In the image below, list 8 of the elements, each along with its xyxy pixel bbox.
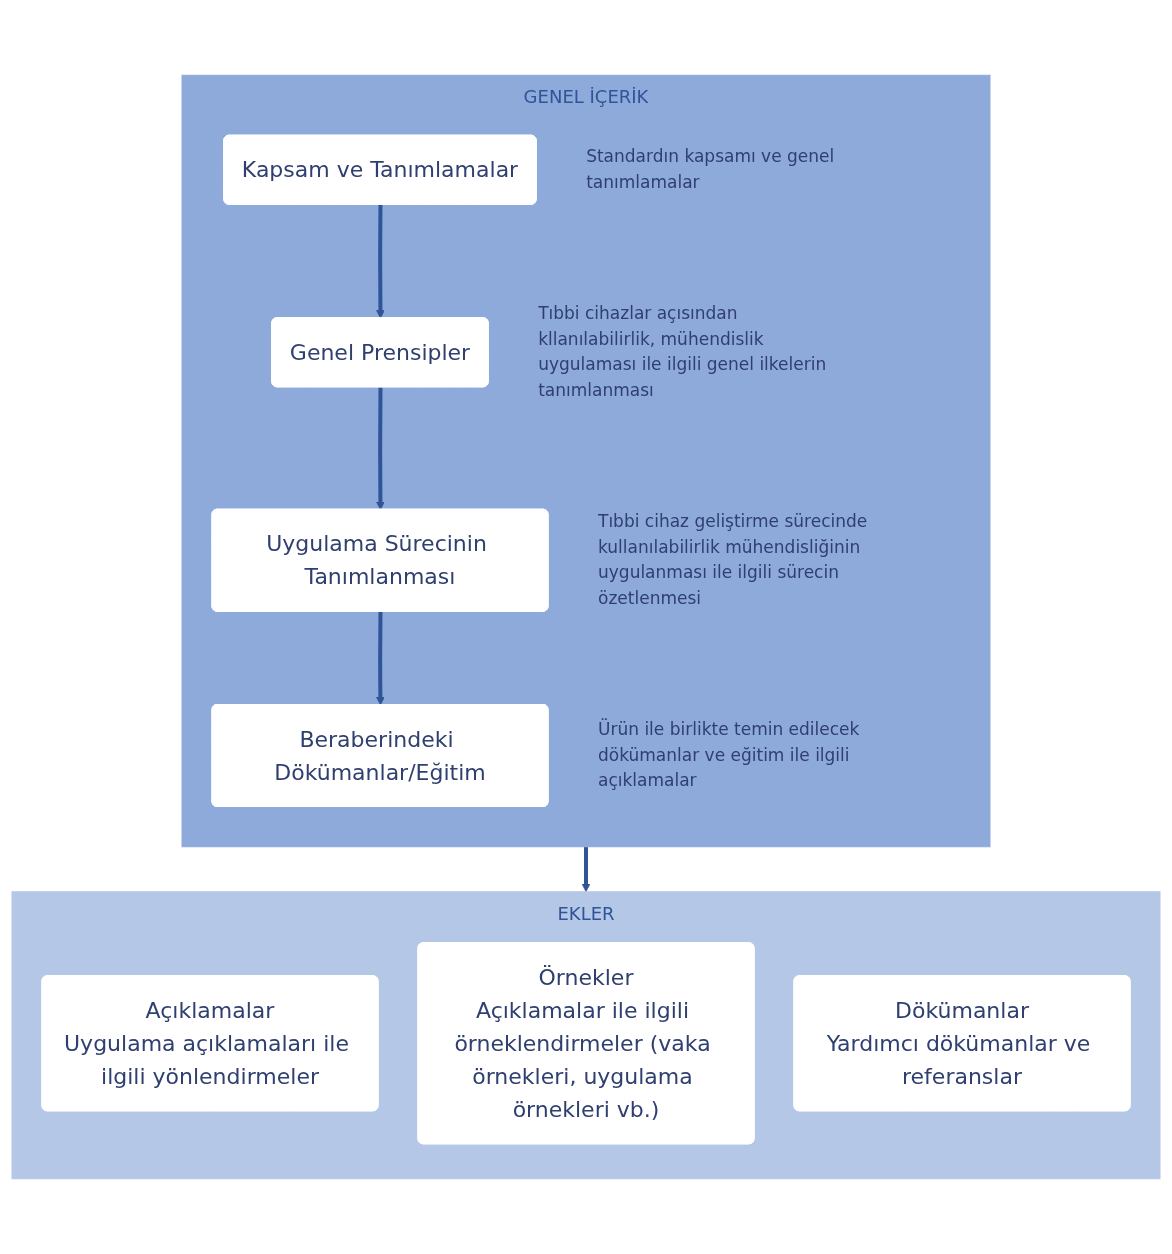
node-label: Tıbbi cihazlar açısından kllanılabilirlik, mühendislik uygulaması ile ilgili genel ilkelerin tanımlanması [538,303,827,400]
arrow [376,387,385,511]
node-label: Tıbbi cihaz geliştirme sürecinde kullanılabilirlik mühendisliğinin uygulanması ile ilgili sürecin özetlenmesi [598,511,868,608]
node-label: Standardın kapsamı ve genel tanımlamalar [586,146,835,192]
arrow [376,611,385,706]
node-label: Ürün ile birlikte temin edilecek dökümanlar ve eğitim ile ilgili açıklamalar [598,719,860,791]
arrow [581,846,591,893]
arrow [376,204,385,319]
